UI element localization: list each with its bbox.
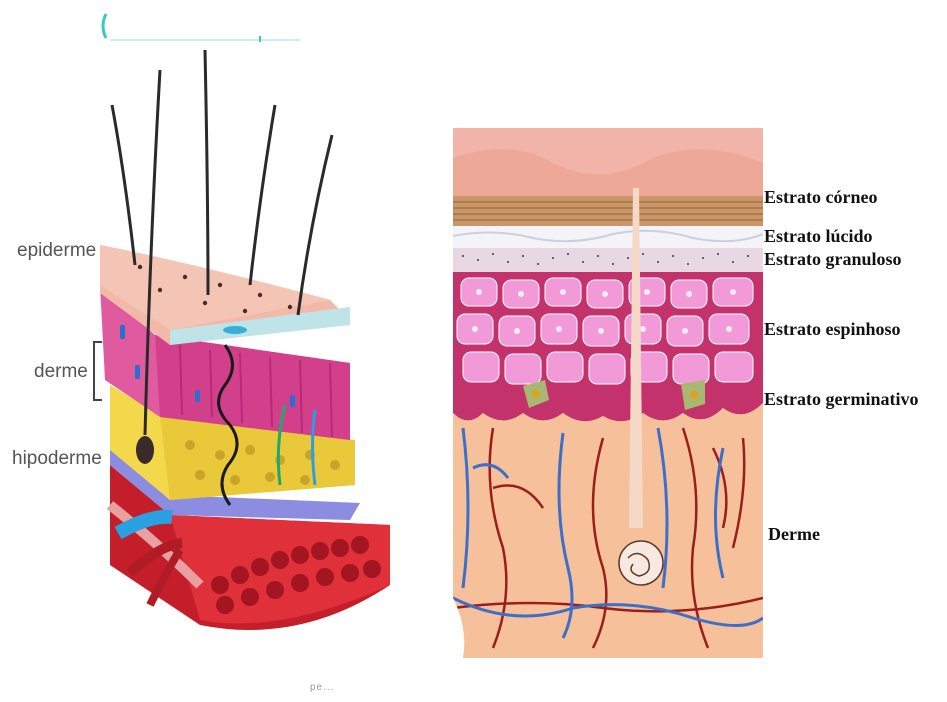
layer-granuloso (453, 248, 763, 272)
label-estrato-granuloso: Estrato granuloso (764, 249, 902, 270)
skin-cross-section (453, 128, 763, 658)
label-estrato-lucido: Estrato lúcido (764, 226, 873, 247)
label-hipoderme: hipoderme (12, 448, 102, 470)
label-derme-right: Derme (768, 524, 820, 545)
skin-block-illustration (100, 45, 400, 645)
layer-corneum (453, 196, 763, 226)
layer-espinhoso (453, 272, 763, 421)
top-fragment (100, 10, 310, 42)
label-estrato-espinhoso: Estrato espinhoso (764, 319, 901, 340)
layer-lucido (453, 226, 763, 248)
label-estrato-corneo: Estrato córneo (764, 187, 877, 208)
label-estrato-germinativo: Estrato germinativo (764, 389, 918, 410)
footer-fragment: pe... (310, 682, 334, 693)
derme-bracket (90, 340, 104, 402)
label-derme: derme (34, 361, 88, 383)
hair-follicle (136, 436, 154, 464)
sweat-gland (619, 541, 663, 585)
label-epiderme: epiderme (17, 240, 96, 262)
